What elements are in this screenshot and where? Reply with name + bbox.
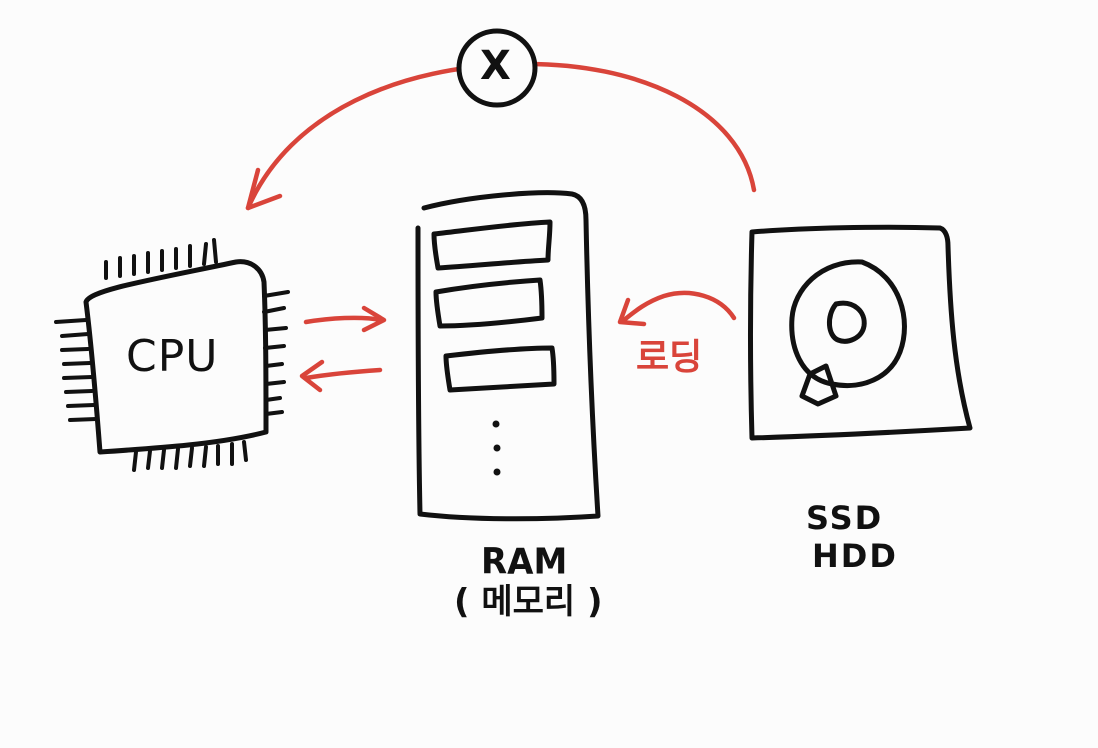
cpu-label: CPU — [126, 331, 219, 382]
ssd-label: SSD — [806, 499, 884, 537]
loading-arrow — [617, 290, 737, 327]
blocked-symbol: X — [480, 43, 511, 89]
hdd-label: HDD — [812, 537, 898, 575]
cpu-to-ram-arrow — [303, 305, 387, 333]
memory-label: ( 메모리 ) — [454, 582, 603, 622]
ram-module-icon — [415, 190, 601, 522]
hard-disk-icon — [748, 224, 973, 441]
ram-to-cpu-arrow — [299, 359, 383, 393]
ellipsis-dots — [492, 420, 501, 476]
loading-label: 로딩 — [636, 337, 703, 378]
ram-label: RAM — [481, 541, 568, 583]
blocked-icon — [456, 28, 538, 108]
cpu-chip-icon — [54, 238, 290, 472]
